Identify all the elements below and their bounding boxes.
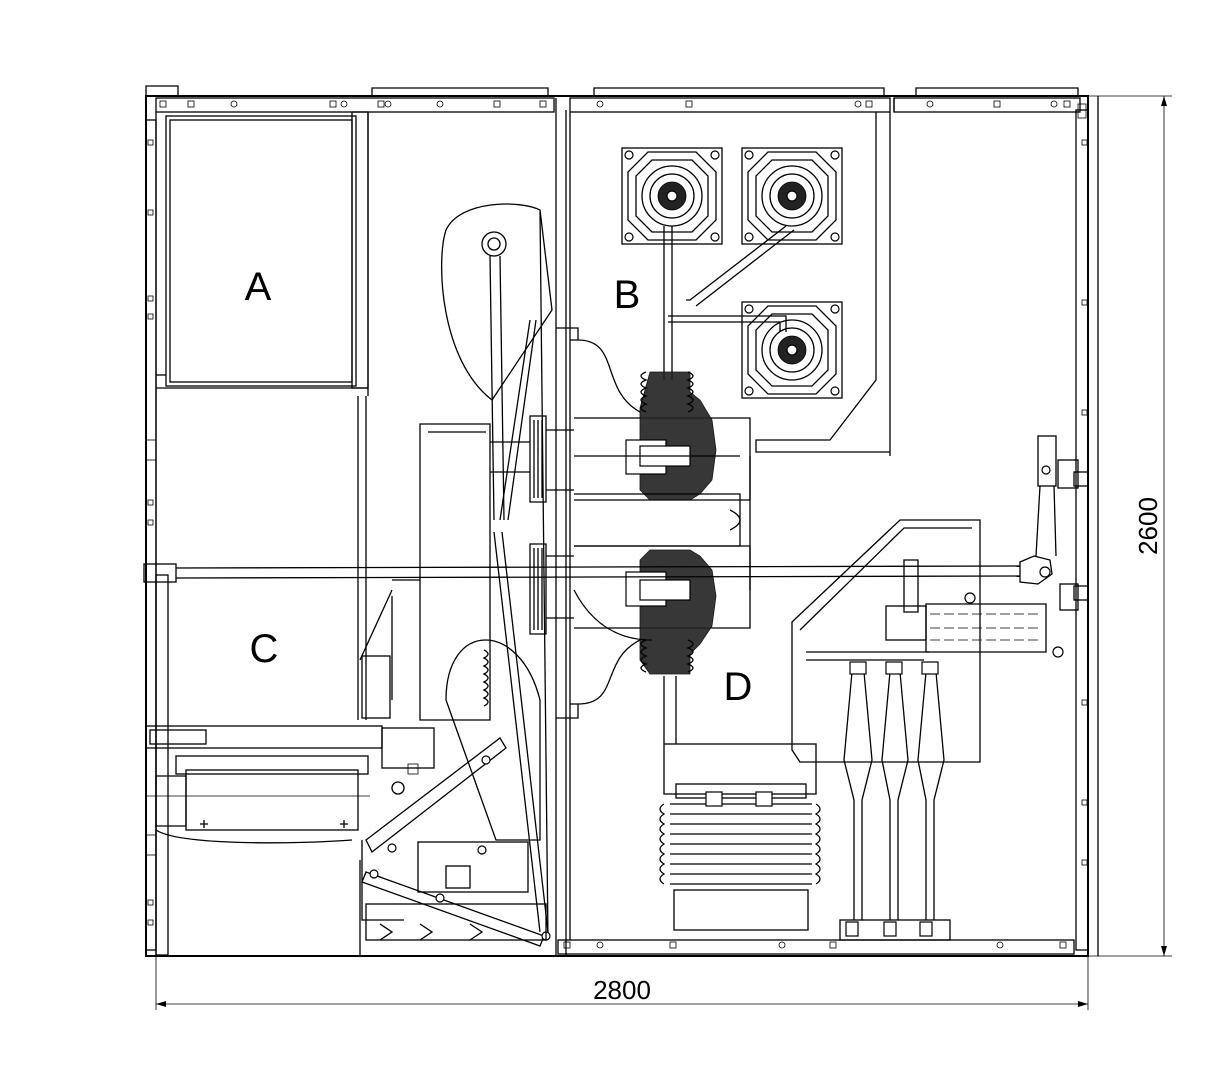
dimension-height [1088,95,1172,957]
breaker-truck [359,203,553,941]
lower-contact-spout [529,543,751,675]
dimension-height-label: 2600 [1133,497,1163,555]
busbar-bushing-2 [741,147,843,245]
label-compartment-d: D [724,665,753,709]
bushing-elbows [556,327,641,719]
label-compartment-a: A [245,265,272,309]
label-compartment-b: B [614,273,641,317]
upper-contact-spout [490,371,751,503]
dimension-width [155,956,1089,1010]
current-transformer [659,676,821,931]
actuator-cylinder [145,725,435,844]
dimension-width-label: 2800 [593,975,651,1005]
cable-compartment-frame [791,519,981,763]
frame-holes [147,100,1088,949]
cable-terminations [806,651,951,941]
voltage-transformer [885,559,1064,658]
busbar-bushing-3 [741,301,843,399]
label-compartment-c: C [250,627,279,671]
breaker-spindle [574,456,751,590]
busbar-conductors [663,225,795,380]
mechanism-linkage [361,737,551,947]
busbar-bushing-1 [621,147,723,245]
operating-rod [143,555,1053,585]
partitions [145,98,895,956]
earthing-switch [1035,435,1089,611]
